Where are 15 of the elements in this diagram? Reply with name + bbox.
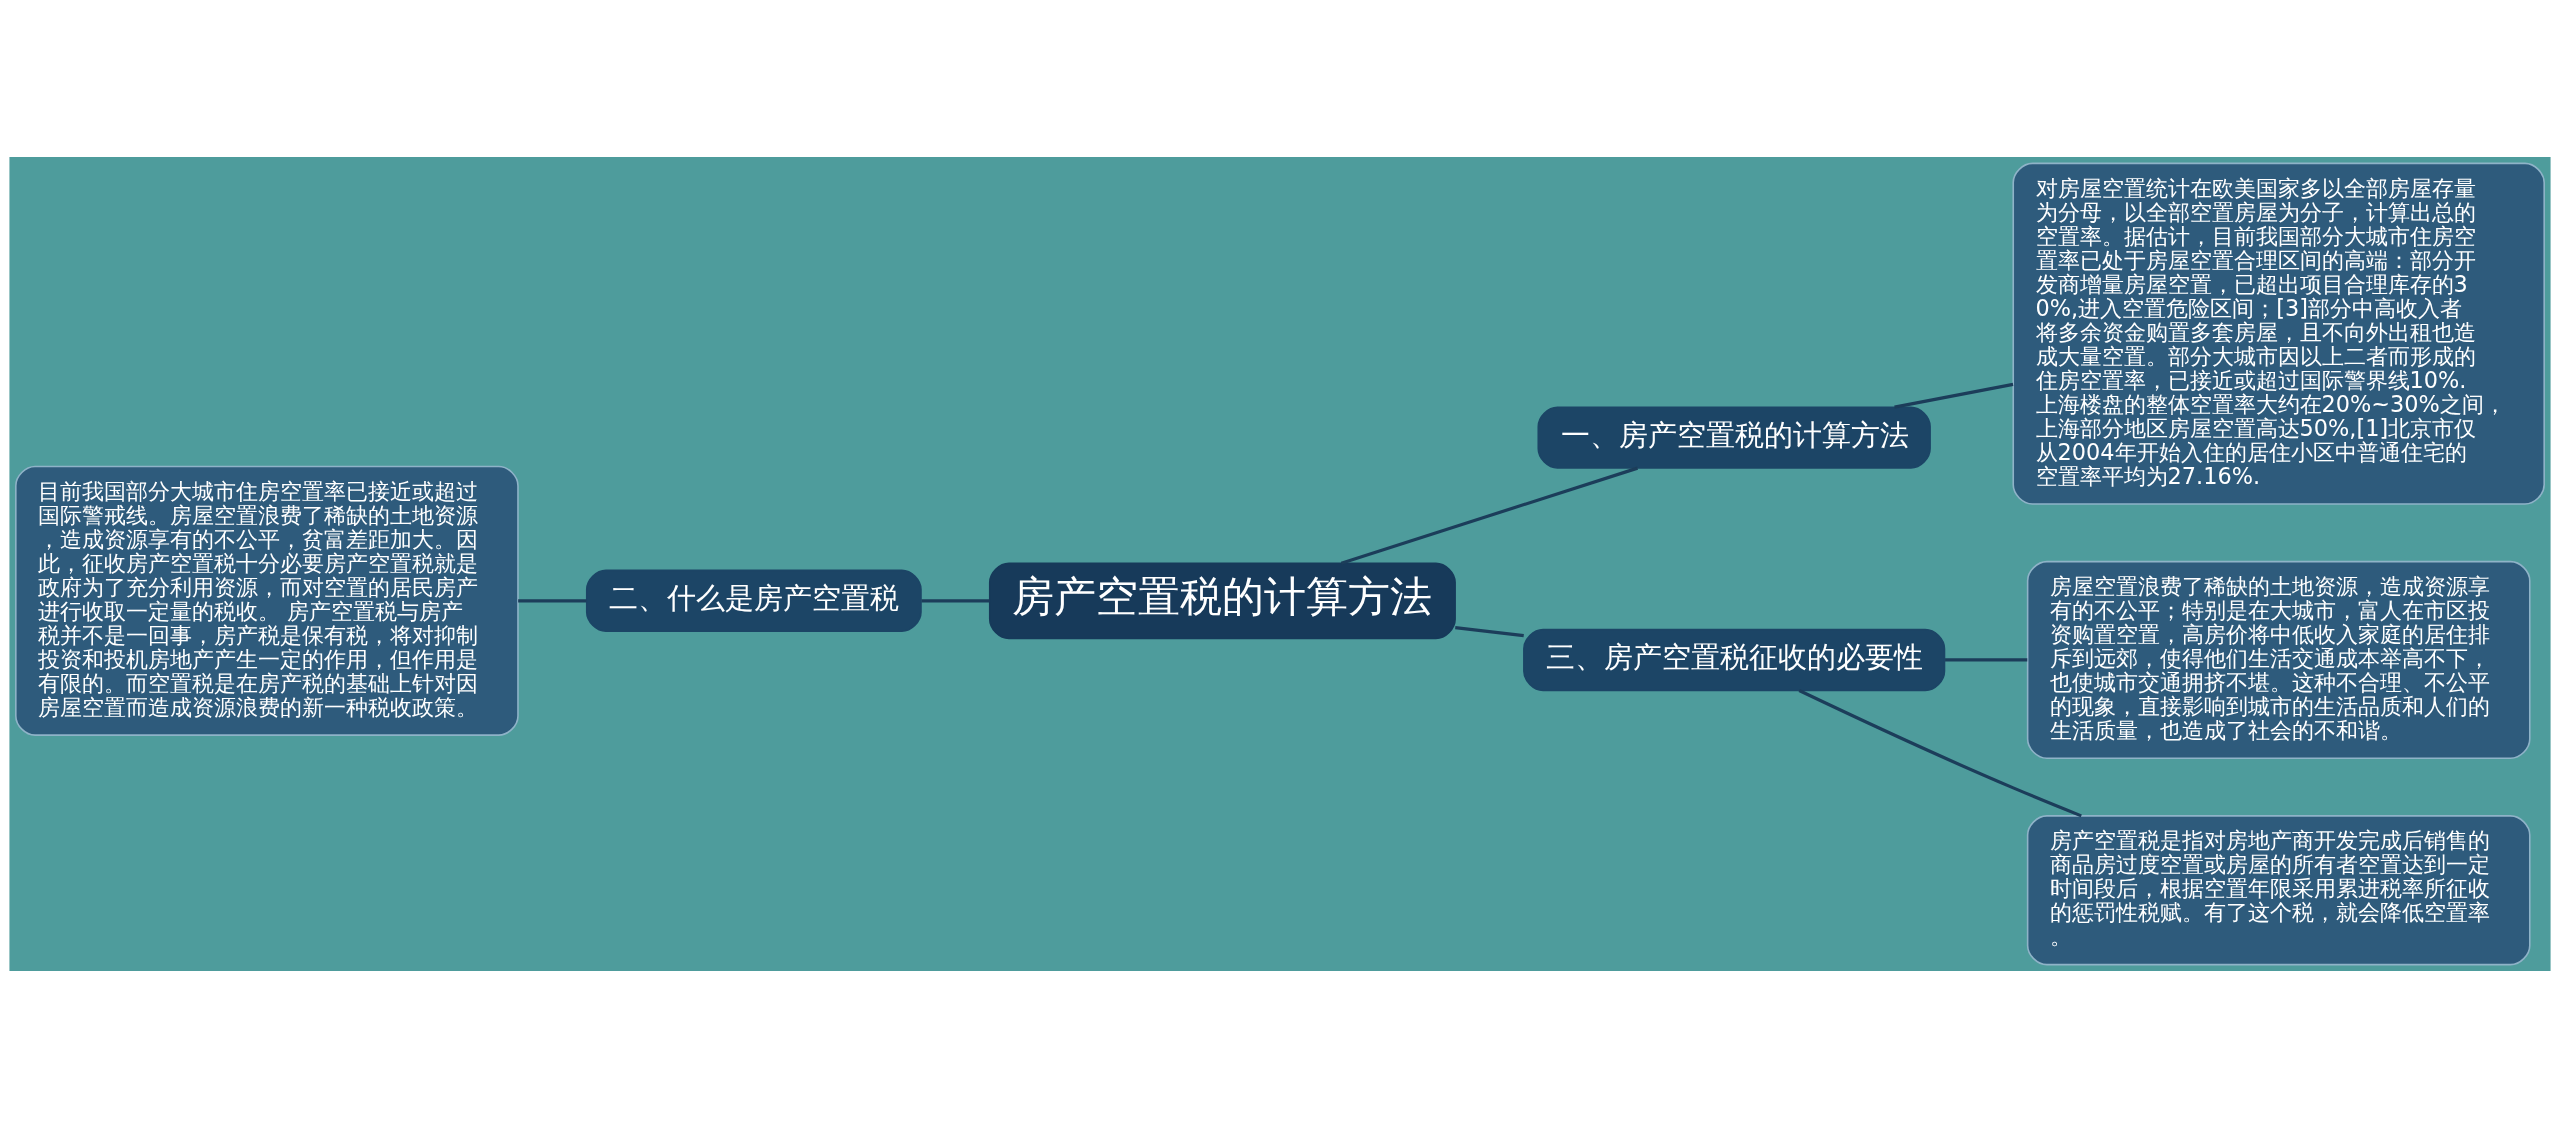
connector	[1945, 657, 2028, 662]
connector	[1894, 382, 2014, 409]
node-box: 房产空置税的计算方法	[988, 561, 1456, 639]
node-box: 三、房产空置税征收的必要性	[1523, 628, 1946, 691]
node-box: 二、什么是房产空置税	[585, 569, 922, 632]
node-box: 目前我国部分大城市住房空置率已接近或超过国际警戒线。房屋空置浪费了稀缺的土地资源，造成资源享有的不公平，贫富差距加大。因此，征收房产空置税十分必要房产空置税就是政府为了充分利用资源，而对空置的居民房产进行收取一定量的税收。 房产空置税与房产税并不是一回事，房产税是保有税，将对抑制投资和投机房地产产生一定的作用，但作用是有限的。而空置税是在房产税的基础上针对因房屋空置而造成资源浪费的新一种税收政策。	[15, 465, 519, 736]
connector	[1340, 466, 1639, 565]
connector	[518, 598, 587, 602]
connector	[1798, 688, 2082, 817]
connector	[1455, 625, 1524, 637]
node-box: 房屋空置浪费了稀缺的土地资源，造成资源享有的不公平；特别是在大城市，富人在市区投资购置空置，高房价将中低收入家庭的居住排斥到远郊，使得他们生活交通成本举高不下，也使城市交通拥挤不堪。这种不合理、不公平的现象，直接影响到城市的生活品质和人们的生活质量，也造成了社会的不和谐。	[2026, 560, 2531, 759]
node-box: 房产空置税是指对房地产商开发完成后销售的商品房过度空置或房屋的所有者空置达到一定时间段后，根据空置年限采用累进税率所征收的惩罚性税赋。有了这个税，就会降低空置率。	[2026, 814, 2531, 965]
connector	[921, 598, 990, 602]
node-box: 一、房产空置税的计算方法	[1537, 405, 1931, 469]
node-box: 对房屋空置统计在欧美国家多以全部房屋存量为分母，以全部空置房屋为分子，计算出总的空置率。据估计，目前我国部分大城市住房空置率已处于房屋空置合理区间的高端：部分开发商增量房屋空置，已超出项目合理库存的30%,进入空置危险区间；[3]部分中高收入者将多余资金购置多套房屋，且不向外出租也造成大量空置。部分大城市因以上二者而形成的住房空置率，已接近或超过国际警界线10%.上海楼盘的整体空置率大约在20%~30%之间，上海部分地区房屋空置高达50%,[1]北京市仅从2004年开始入住的居住小区中普通住宅的空置率平均为27.16%.	[2012, 162, 2545, 505]
